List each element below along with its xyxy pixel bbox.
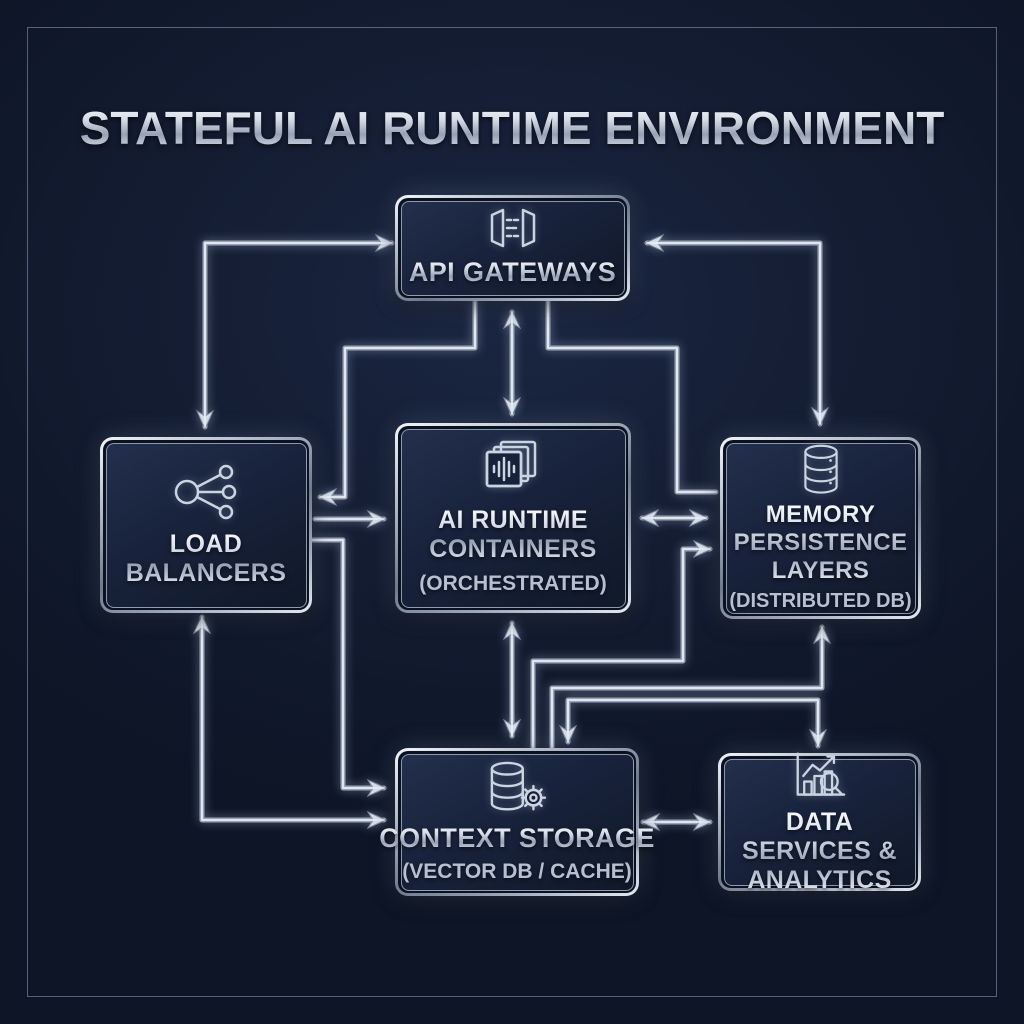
node-sublabel: (DISTRIBUTED DB): [729, 589, 912, 612]
node-label: DATA SERVICES & ANALYTICS: [733, 808, 907, 895]
node-load-balancers: LOAD BALANCERS: [100, 437, 312, 613]
node-label: LOAD BALANCERS: [115, 530, 298, 588]
node-ai-runtime-containers: AI RUNTIME CONTAINERS (ORCHESTRATED): [395, 423, 631, 613]
node-sublabel: (ORCHESTRATED): [419, 572, 607, 596]
node-label: API GATEWAYS: [408, 257, 617, 288]
database-icon: [803, 444, 838, 494]
node-label: AI RUNTIME CONTAINERS: [410, 506, 617, 564]
diagram-title: STATEFUL AI RUNTIME ENVIRONMENT: [0, 101, 1024, 155]
edge-loadbalancers-context-mid: [309, 537, 384, 788]
edge-context-dataservices-overhead: [568, 697, 818, 746]
edge-api-memory-elbow: [647, 243, 820, 424]
node-label: MEMORY PERSISTENCE LAYERS: [733, 501, 908, 584]
edge-api-loadbalancers-elbow: [205, 243, 392, 427]
node-api-gateways: API GATEWAYS: [395, 195, 630, 301]
node-label: CONTEXT STORAGE: [379, 822, 655, 853]
node-sublabel: (VECTOR DB / CACHE): [402, 860, 632, 884]
analytics-icon: [796, 752, 845, 796]
api-gateway-icon: [490, 209, 535, 248]
node-context-storage: CONTEXT STORAGE (VECTOR DB / CACHE): [379, 748, 654, 896]
edge-context-memory-bottom: [549, 627, 822, 750]
database-gear-icon: [490, 761, 547, 811]
node-data-services-analytics: DATA SERVICES & ANALYTICS: [718, 752, 921, 894]
node-memory-persistence-layers: MEMORY PERSISTENCE LAYERS (DISTRIBUTED D…: [720, 437, 921, 619]
load-balancer-icon: [174, 464, 237, 520]
connector-highlights: [201, 242, 823, 823]
containers-icon: [485, 441, 537, 488]
